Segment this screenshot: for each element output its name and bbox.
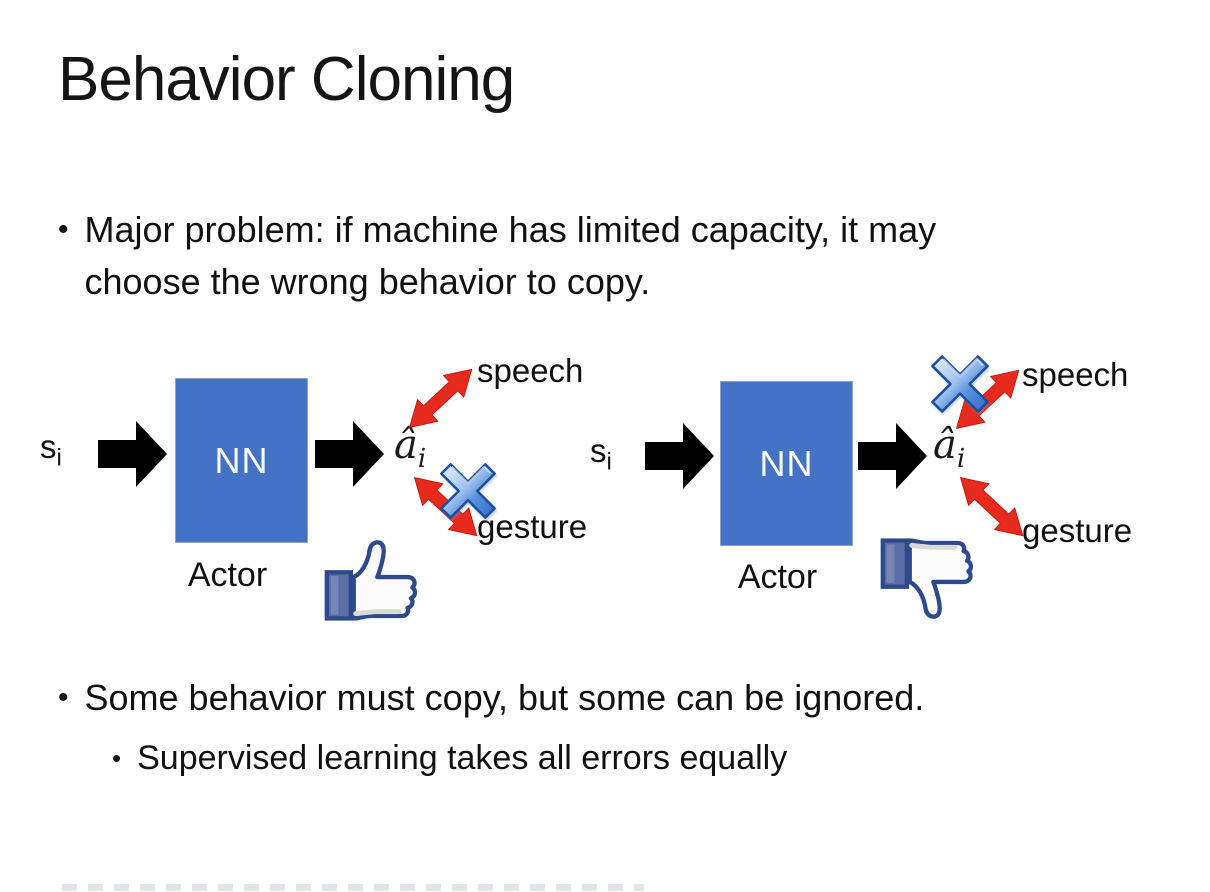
bullet-some-behavior-text: Some behavior must copy, but some can be… bbox=[84, 677, 925, 718]
right-output-ahat: â bbox=[933, 422, 957, 468]
right-output-arrow-icon bbox=[858, 423, 927, 489]
bullet-marker: • bbox=[112, 743, 122, 773]
bullet-some-behavior: • Some behavior must copy, but some can … bbox=[58, 672, 1138, 724]
bullet-major-problem-text: Major problem: if machine has limited ca… bbox=[84, 209, 937, 302]
left-output-ahat: â bbox=[394, 422, 418, 468]
left-gesture-label: gesture bbox=[477, 508, 588, 545]
left-output-arrow-icon bbox=[315, 421, 384, 487]
left-state-sub: i bbox=[56, 444, 62, 472]
right-nn-label: NN bbox=[759, 442, 814, 484]
bullet-supervised-learning-text: Supervised learning takes all errors equ… bbox=[137, 739, 788, 777]
left-output-label: âi bbox=[394, 422, 426, 474]
right-output-sub: i bbox=[956, 444, 966, 474]
left-nn-label: NN bbox=[214, 439, 269, 481]
left-speech-label: speech bbox=[477, 352, 584, 389]
left-state-s: s bbox=[40, 428, 57, 465]
right-state-s: s bbox=[590, 432, 607, 469]
left-nn-box: NN bbox=[175, 378, 308, 543]
bullet-marker: • bbox=[58, 213, 69, 246]
right-gesture-label: gesture bbox=[1022, 512, 1133, 549]
right-actor-label: Actor bbox=[737, 558, 818, 596]
left-state-label: si bbox=[40, 428, 62, 473]
right-state-sub: i bbox=[606, 448, 612, 476]
left-speech-arrow-icon bbox=[398, 357, 483, 439]
bullet-major-problem: • Major problem: if machine has limited … bbox=[58, 204, 1068, 308]
right-output-label: âi bbox=[933, 422, 965, 474]
left-actor-label: Actor bbox=[187, 556, 268, 594]
slide-title: Behavior Cloning bbox=[58, 45, 515, 114]
thumbs-up-icon bbox=[322, 532, 422, 626]
left-output-sub: i bbox=[417, 444, 427, 474]
right-nn-box: NN bbox=[720, 381, 853, 546]
right-speech-label: speech bbox=[1022, 356, 1129, 393]
bullet-marker: • bbox=[58, 681, 69, 714]
left-cross-icon bbox=[440, 463, 496, 519]
right-cross-icon bbox=[931, 355, 989, 413]
right-state-label: si bbox=[590, 432, 612, 477]
left-input-arrow-icon bbox=[98, 421, 167, 487]
thumbs-down-icon bbox=[878, 533, 978, 627]
right-input-arrow-icon bbox=[645, 423, 714, 489]
cropped-next-line-artifact bbox=[62, 884, 644, 891]
bullet-supervised-learning: • Supervised learning takes all errors e… bbox=[112, 734, 787, 782]
